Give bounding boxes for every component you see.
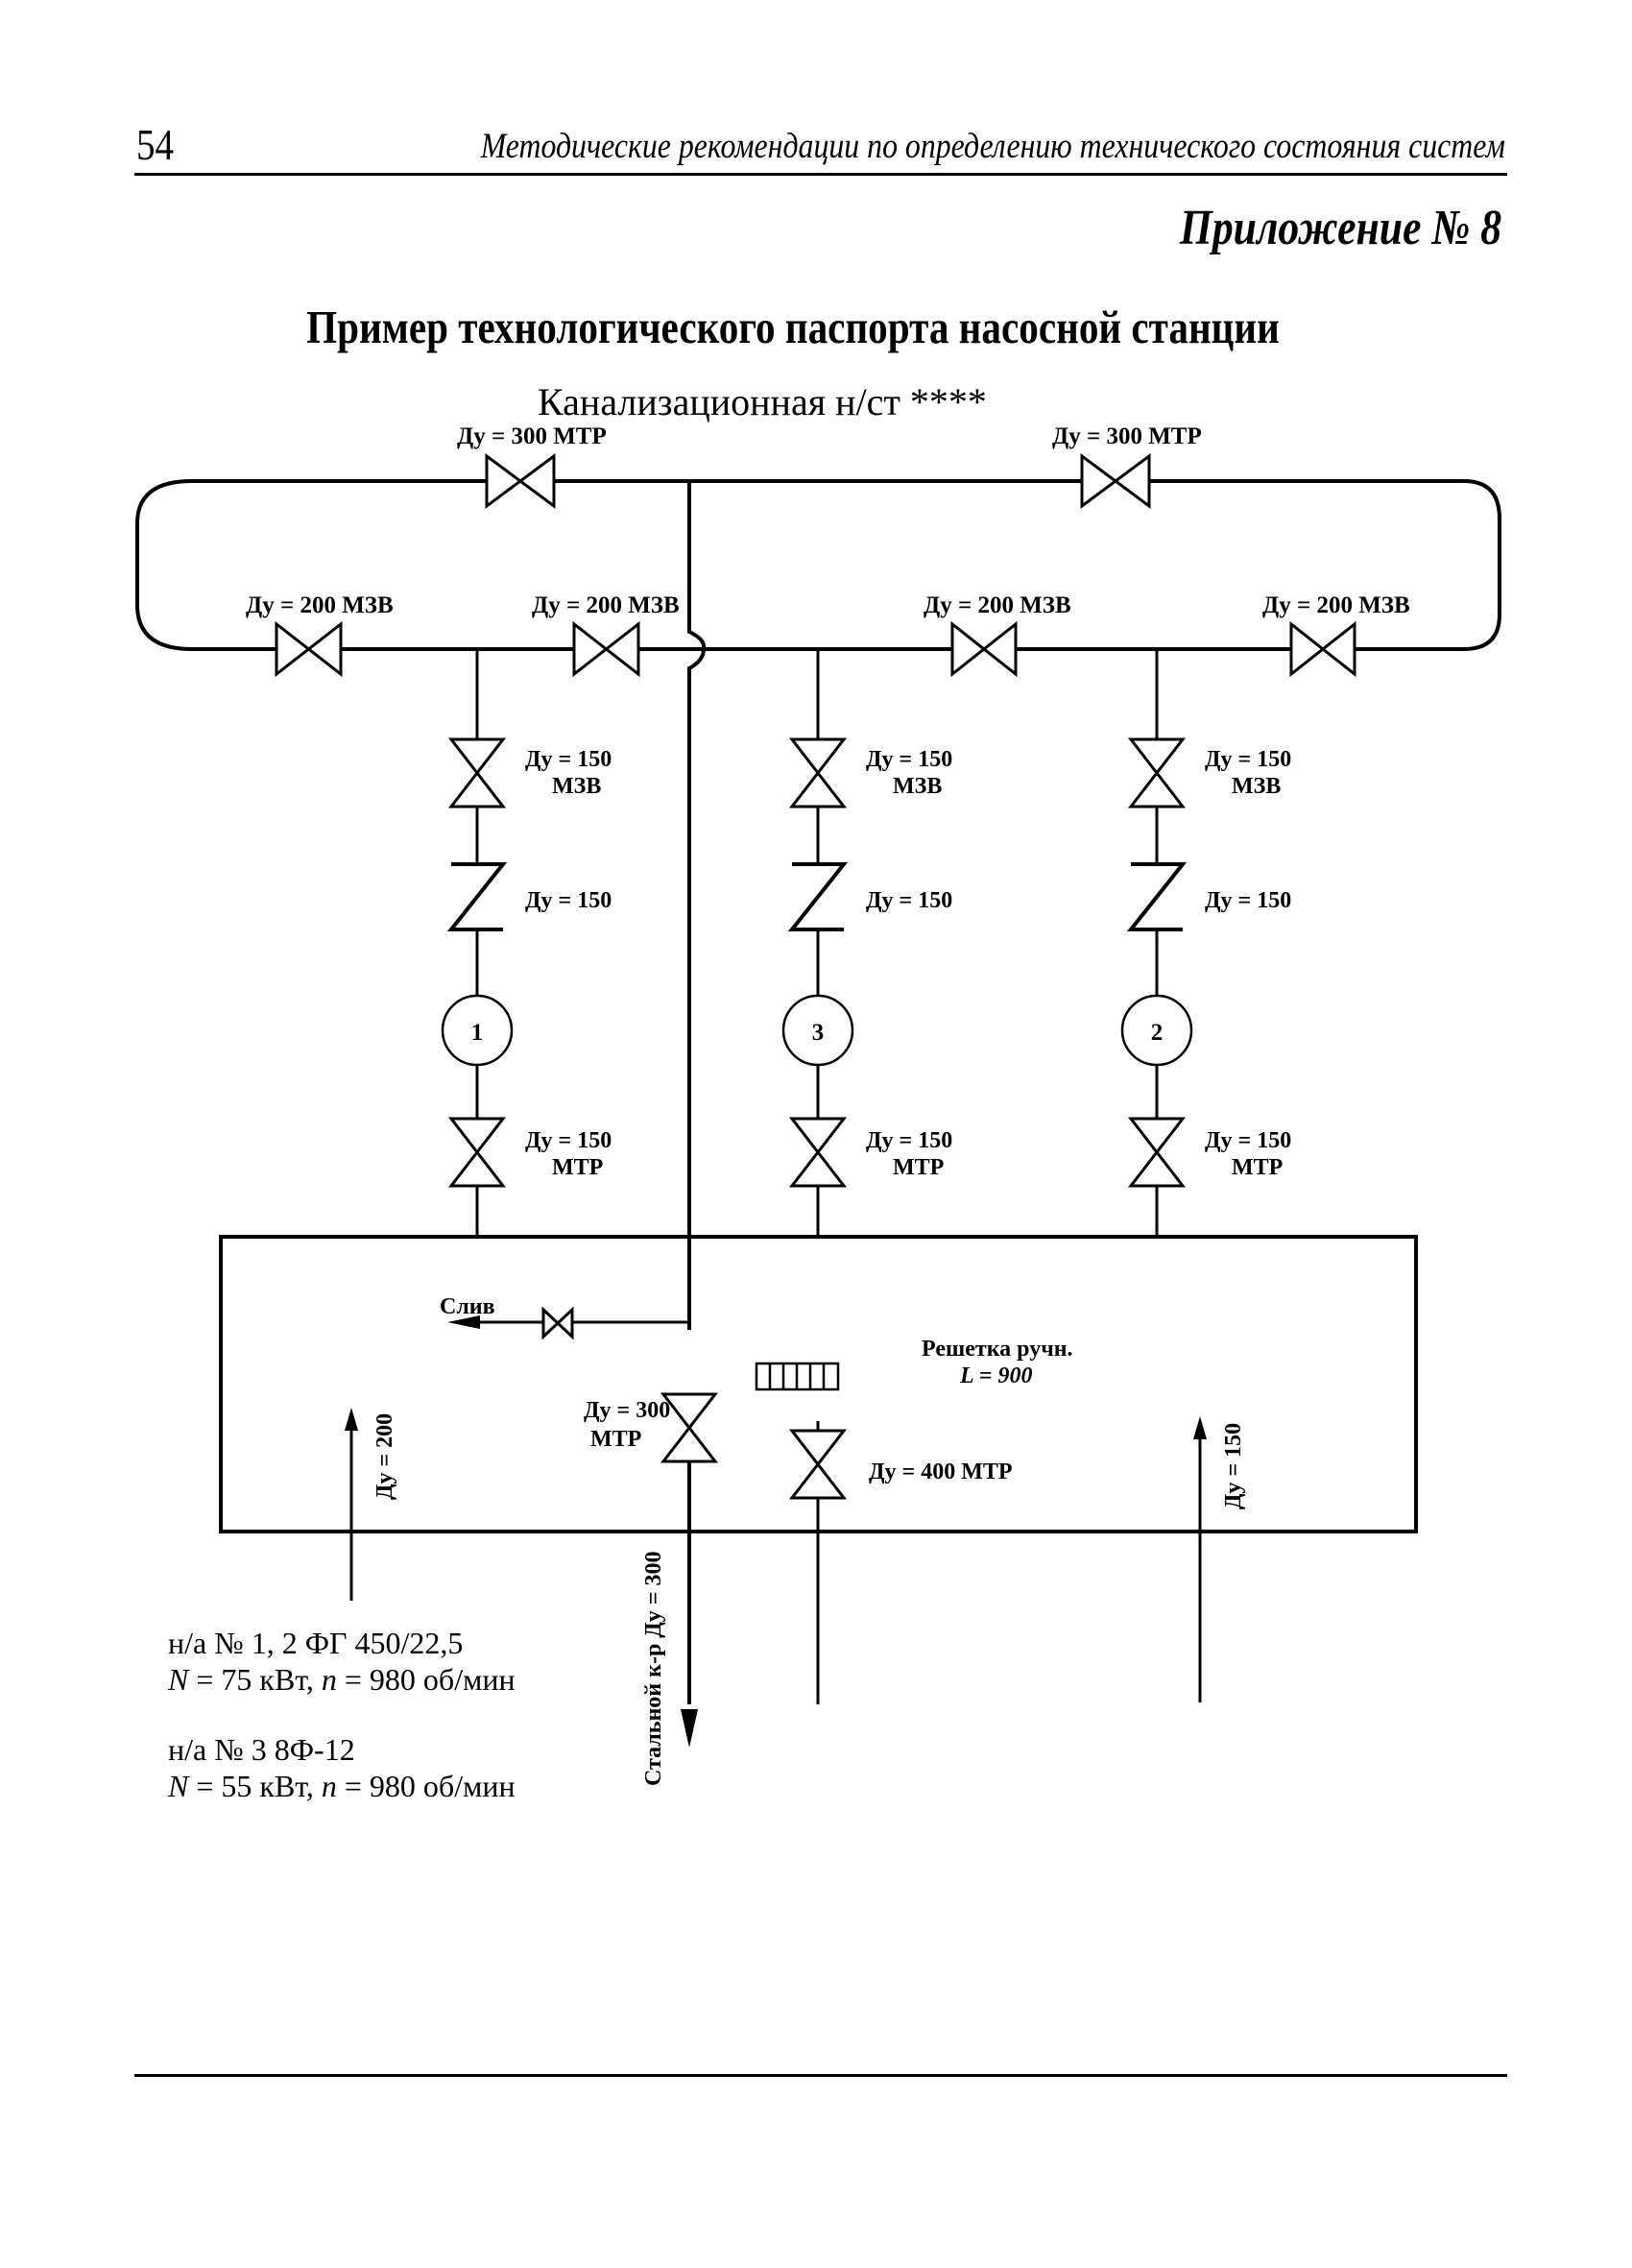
top-valve-left[interactable]: Ду = 300 МТР <box>457 423 607 509</box>
inlet-valve-400[interactable]: Ду = 400 МТР <box>788 1429 1013 1500</box>
footer-rule <box>134 2074 1507 2077</box>
outlet-valve-dn: Ду = 300 <box>584 1398 670 1423</box>
pump-number: 2 <box>1151 1020 1164 1046</box>
suction-valve-type: МТР <box>1232 1155 1283 1180</box>
top-valve-right-label: Ду = 300 МТР <box>1052 423 1202 449</box>
check-valve-icon[interactable] <box>446 862 508 931</box>
page-title: Пример технологического паспорта насосно… <box>306 301 1280 353</box>
drain-valve-icon[interactable] <box>541 1306 574 1340</box>
pressure-loop-pipe <box>135 479 1501 651</box>
pump-icon[interactable] <box>441 994 514 1067</box>
inlet-valve-400-label: Ду = 400 МТР <box>869 1460 1013 1484</box>
gate-valve-icon[interactable] <box>447 737 507 808</box>
manifold-valve-3-label: Ду = 200 МЗВ <box>924 592 1071 618</box>
pump-number: 1 <box>471 1020 484 1046</box>
suction-valve-type: МТР <box>552 1155 603 1180</box>
gate-valve-dn: Ду = 150 <box>866 747 952 772</box>
inlet-arrow-icon <box>345 1408 358 1431</box>
manifold-valve-1[interactable]: Ду = 200 МЗВ <box>246 592 394 678</box>
pump-icon[interactable] <box>781 994 854 1067</box>
gate-valve-icon <box>485 453 556 509</box>
check-valve-label: Ду = 150 <box>525 888 612 913</box>
suction-valve-dn: Ду = 150 <box>525 1128 612 1153</box>
manifold-valve-4[interactable]: Ду = 200 МЗВ <box>1262 592 1410 678</box>
outlet-arrow-icon <box>681 1709 698 1748</box>
running-title: Методические рекомендации по определению… <box>480 127 1505 166</box>
top-valve-left-label: Ду = 300 МТР <box>457 423 607 449</box>
manifold-valve-1-label: Ду = 200 МЗВ <box>246 592 394 618</box>
note-1-line2: N = 75 кВт, n = 980 об/мин <box>167 1662 516 1697</box>
check-valve-label: Ду = 150 <box>866 888 952 913</box>
manifold-valve-3[interactable]: Ду = 200 МЗВ <box>924 592 1071 678</box>
gate-valve-icon[interactable] <box>447 1117 507 1188</box>
top-valve-right[interactable]: Ду = 300 МТР <box>1052 423 1202 509</box>
outlet-valve-type: МТР <box>590 1427 641 1452</box>
central-outlet-pipe <box>687 481 707 1330</box>
suction-valve-dn: Ду = 150 <box>1205 1128 1291 1153</box>
gate-valve-icon <box>1289 620 1356 678</box>
gate-valve-icon <box>572 620 640 678</box>
inlet-right-label: Ду = 150 <box>1221 1423 1246 1509</box>
manifold-valve-4-label: Ду = 200 МЗВ <box>1262 592 1410 618</box>
note-1-line1: н/а № 1, 2 ФГ 450/22,5 <box>168 1626 463 1660</box>
gate-valve-icon <box>950 620 1018 678</box>
inlet-left-label: Ду = 200 <box>372 1413 397 1500</box>
inlet-arrow-icon <box>1193 1416 1207 1439</box>
drain-label: Слив <box>440 1294 495 1319</box>
note-2-line1: н/а № 3 8Ф-12 <box>168 1732 355 1767</box>
gate-valve-dn: Ду = 150 <box>525 747 612 772</box>
screen-label: Решетка ручн. <box>922 1337 1073 1362</box>
outlet-pipe-label: Стальной к-р Ду = 300 <box>641 1552 666 1786</box>
manifold-valve-2-label: Ду = 200 МЗВ <box>532 592 680 618</box>
manual-screen: Решетка ручн. L = 900 <box>755 1337 1073 1391</box>
check-valve-icon[interactable] <box>787 862 849 931</box>
gate-valve-icon[interactable] <box>788 737 848 808</box>
gate-valve-type: МЗВ <box>893 774 942 799</box>
check-valve-icon[interactable] <box>1126 862 1188 931</box>
gate-valve-icon[interactable] <box>1127 737 1187 808</box>
station-name: Канализационная н/ст **** <box>538 380 987 423</box>
header-rule <box>134 173 1507 176</box>
pump-icon[interactable] <box>1120 994 1193 1067</box>
pump-number: 3 <box>812 1020 825 1046</box>
page-number: 54 <box>136 120 175 169</box>
gate-valve-icon[interactable] <box>1127 1117 1187 1188</box>
screen-length: L = 900 <box>959 1363 1032 1388</box>
gate-valve-icon <box>1080 453 1151 509</box>
gate-valve-type: МЗВ <box>552 774 601 799</box>
gate-valve-icon <box>275 620 343 678</box>
gate-valve-icon[interactable] <box>788 1117 848 1188</box>
suction-valve-type: МТР <box>893 1155 944 1180</box>
note-2-line2: N = 55 кВт, n = 980 об/мин <box>167 1769 516 1803</box>
check-valve-label: Ду = 150 <box>1205 888 1291 913</box>
gate-valve-icon <box>660 1392 719 1463</box>
gate-valve-icon <box>788 1429 848 1500</box>
manifold-valve-2[interactable]: Ду = 200 МЗВ <box>532 592 680 678</box>
drain-arrow-icon <box>447 1315 480 1329</box>
gate-valve-type: МЗВ <box>1232 774 1281 799</box>
suction-valve-dn: Ду = 150 <box>866 1128 952 1153</box>
outlet-valve[interactable]: Ду = 300 МТР <box>584 1392 719 1463</box>
gate-valve-dn: Ду = 150 <box>1205 747 1291 772</box>
appendix-label: Приложение № 8 <box>1179 201 1501 255</box>
pump-notes: н/а № 1, 2 ФГ 450/22,5 N = 75 кВт, n = 9… <box>167 1626 516 1803</box>
